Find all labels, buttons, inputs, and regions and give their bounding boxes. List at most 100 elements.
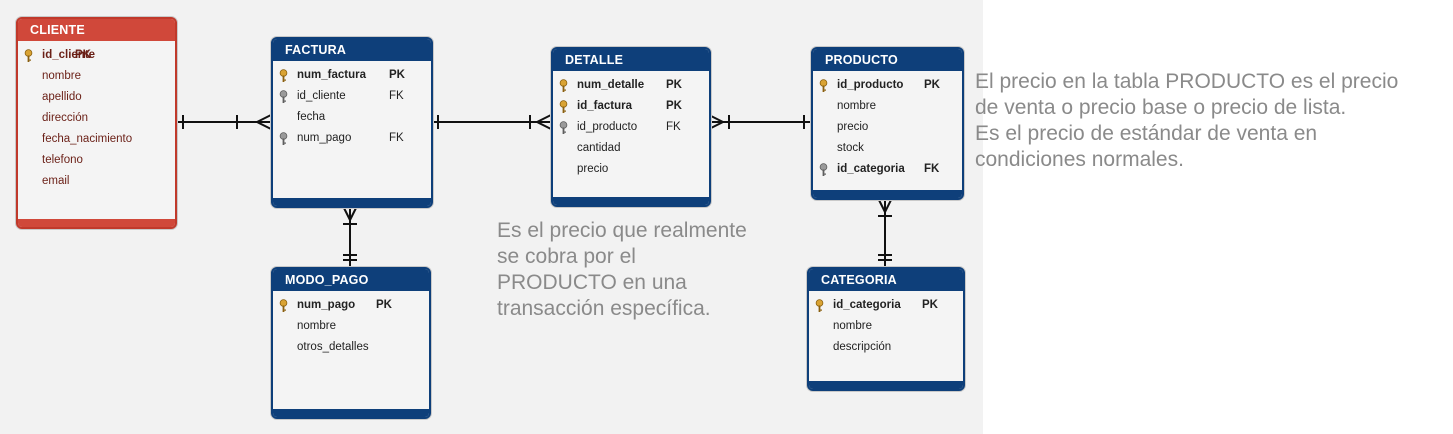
crows-foot (342, 205, 351, 221)
attribute-row: id_categoria PK (809, 295, 963, 316)
attribute-row: otros_detalles (273, 337, 429, 358)
attribute-key: PK (666, 79, 682, 91)
entity-footer (553, 197, 709, 205)
foreign-key-icon (819, 163, 828, 176)
foreign-key-icon (279, 90, 288, 103)
attribute-row: descripción (809, 337, 963, 358)
attribute-row: dirección (18, 108, 175, 129)
crows-foot (877, 197, 886, 213)
attribute-row: apellido (18, 87, 175, 108)
crows-foot (708, 114, 724, 123)
note-line: Es el precio que realmente (497, 219, 747, 242)
attribute-name: id_categoria (837, 163, 905, 175)
entity-footer (273, 198, 431, 206)
attribute-row: id_factura PK (553, 96, 709, 117)
attribute-key: FK (389, 90, 404, 102)
attribute-name: num_factura (297, 69, 367, 81)
attribute-key: FK (666, 121, 681, 133)
attribute-name: nombre (833, 320, 872, 332)
attribute-row: nombre (273, 316, 429, 337)
crows-foot (349, 205, 358, 221)
attribute-key: PK (389, 69, 405, 81)
attribute-row: id_cliente FK (273, 86, 431, 107)
attribute-key: PK (924, 79, 940, 91)
primary-key-icon (279, 299, 288, 312)
attribute-row: email (18, 171, 175, 192)
attribute-row: num_factura PK (273, 65, 431, 86)
attribute-row: fecha_nacimiento (18, 129, 175, 150)
attribute-row: id_producto PK (813, 75, 962, 96)
attribute-name: nombre (297, 320, 336, 332)
crows-foot (536, 121, 552, 130)
entity-footer (273, 409, 429, 417)
attribute-name: num_pago (297, 132, 352, 144)
foreign-key-icon (279, 132, 288, 145)
attribute-name: precio (837, 121, 869, 133)
attribute-name: fecha (297, 111, 326, 123)
attribute-key: FK (924, 163, 940, 175)
entity-categoria[interactable]: CATEGORIA id_categoria PK nombre descripció… (807, 267, 965, 391)
attribute-name: id_categoria (833, 299, 901, 311)
attribute-name: stock (837, 142, 864, 154)
entity-footer (809, 381, 963, 389)
attribute-row: precio (553, 159, 709, 180)
entity-title: MODO_PAGO (273, 269, 429, 291)
attribute-key: PK (376, 299, 392, 311)
note-line: Es el precio de estándar de venta en (975, 122, 1318, 145)
attribute-name: apellido (42, 91, 82, 103)
attribute-key: PK (75, 49, 91, 61)
attribute-row: id_categoria FK (813, 159, 962, 180)
attribute-name: cantidad (577, 142, 621, 154)
crows-foot (536, 114, 552, 123)
crows-foot (256, 114, 272, 123)
entity-title: FACTURA (273, 39, 431, 61)
attribute-row: fecha (273, 107, 431, 128)
note-line: El precio en la tabla PRODUCTO es el pre… (975, 70, 1399, 93)
primary-key-icon (815, 299, 824, 312)
entity-footer (18, 219, 175, 227)
note-detalle-precio: Es el precio que realmente se cobra por e… (497, 218, 747, 322)
attribute-name: id_producto (837, 79, 904, 91)
note-line: transacción específica. (497, 297, 711, 320)
attribute-name: precio (577, 163, 609, 175)
attribute-name: nombre (42, 70, 81, 82)
note-line: PRODUCTO en una (497, 271, 687, 294)
entity-title: CLIENTE (18, 19, 175, 41)
primary-key-icon (559, 79, 568, 92)
attribute-name: email (42, 175, 70, 187)
attribute-name: id_cliente (42, 49, 96, 61)
attribute-row: nombre (813, 96, 962, 117)
attribute-key: PK (922, 299, 938, 311)
attribute-key: PK (666, 100, 682, 112)
primary-key-icon (559, 100, 568, 113)
attribute-name: id_factura (577, 100, 632, 112)
attribute-row: nombre (809, 316, 963, 337)
attribute-name: telefono (42, 154, 83, 166)
attribute-name: id_cliente (297, 90, 346, 102)
attribute-name: otros_detalles (297, 341, 369, 353)
crows-foot (256, 121, 272, 130)
attribute-row: precio (813, 117, 962, 138)
attribute-row: stock (813, 138, 962, 159)
attribute-row: num_pago FK (273, 128, 431, 149)
note-line: se cobra por el (497, 245, 636, 268)
attribute-row: cantidad (553, 138, 709, 159)
note-line: de venta o precio base o precio de lista… (975, 96, 1347, 119)
crows-foot (708, 121, 724, 130)
attribute-name: fecha_nacimiento (42, 133, 133, 145)
crows-foot (884, 197, 893, 213)
attribute-name: id_producto (577, 121, 638, 133)
foreign-key-icon (559, 121, 568, 134)
entity-title: CATEGORIA (809, 269, 963, 291)
attribute-row: telefono (18, 150, 175, 171)
primary-key-icon (24, 49, 33, 62)
attribute-key: FK (389, 132, 404, 144)
